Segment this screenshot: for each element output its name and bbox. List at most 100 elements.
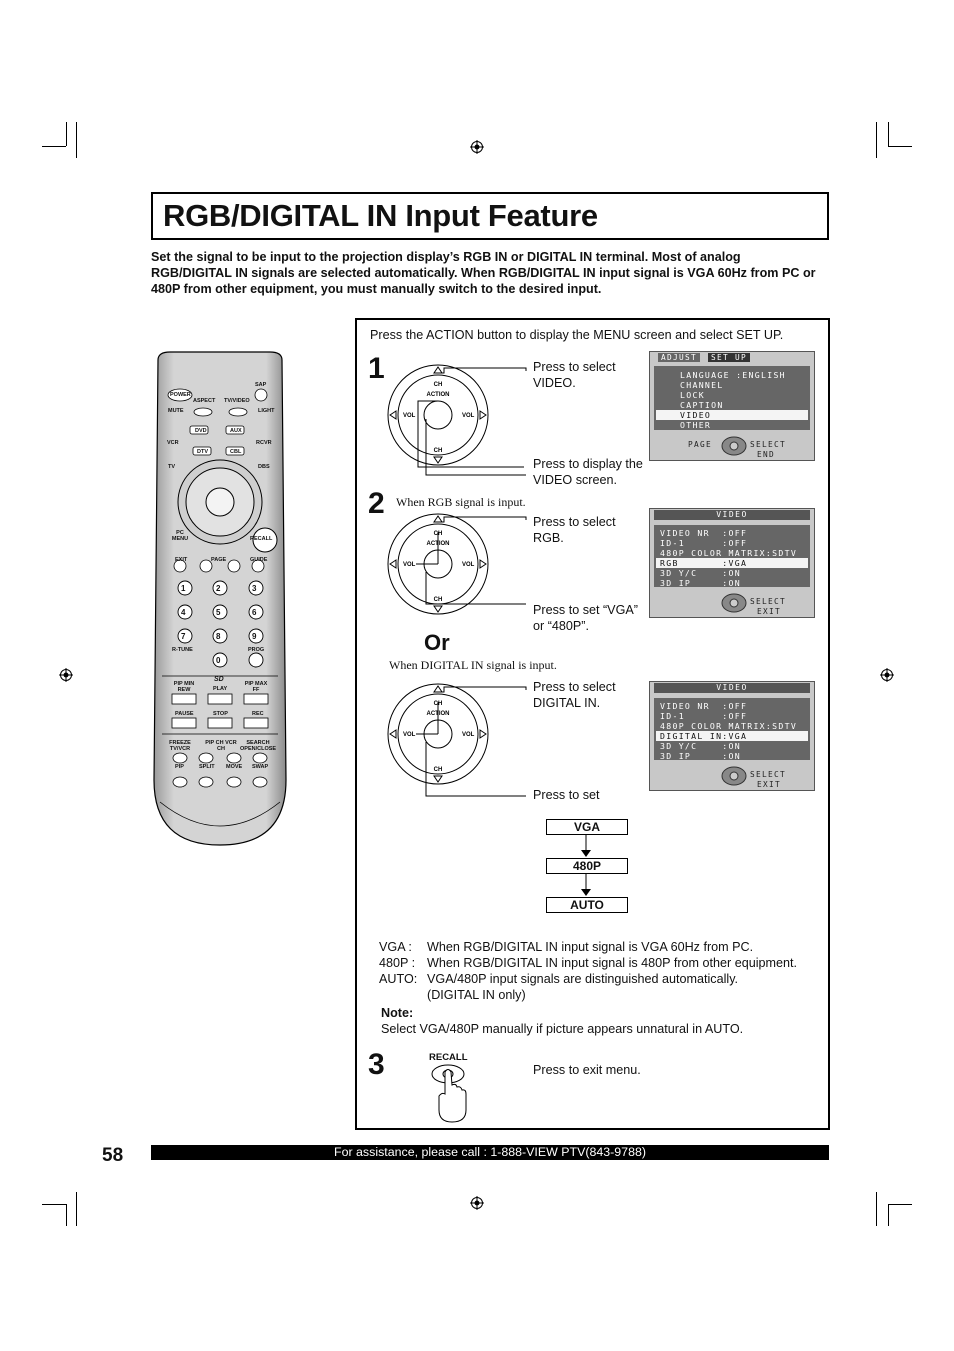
remote-pip-label: PIP <box>175 764 184 770</box>
registration-mark-icon <box>59 668 73 682</box>
osd-row-selected: DIGITAL IN:VGA <box>656 731 808 741</box>
svg-text:VOL: VOL <box>462 732 475 738</box>
osd-select-label: SELECT <box>750 597 786 606</box>
remote-mute-label: MUTE <box>168 408 184 414</box>
remote-sd-logo: SD <box>214 676 224 683</box>
svg-text:VOL: VOL <box>462 562 475 568</box>
osd-row-selected: VIDEO <box>656 410 808 420</box>
osd-row: 3D Y/C :ON <box>660 741 741 751</box>
flow-480p: 480P <box>546 858 628 874</box>
remote-rec-label: REC <box>252 711 264 717</box>
remote-digit-1: 1 <box>181 584 186 593</box>
crop-mark <box>876 122 877 158</box>
step1-display-label: Press to display the VIDEO screen. <box>533 457 643 487</box>
crop-mark <box>888 1204 889 1226</box>
svg-text:CH: CH <box>434 448 443 454</box>
remote-digit-4: 4 <box>181 608 186 617</box>
remote-control-icon <box>153 351 287 846</box>
action-dial-icon: CH ACTION VOL VOL CH <box>387 683 527 797</box>
step2-when-digital: When DIGITAL IN signal is input. <box>389 658 557 672</box>
remote-tv-label: TV <box>168 464 176 470</box>
osd-row-selected: RGB :VGA <box>656 558 808 568</box>
remote-split-label: SPLIT <box>199 764 215 770</box>
legend-value: VGA/480P input signals are distinguished… <box>427 972 739 986</box>
remote-pcmenu-label: PC MENU <box>171 530 189 542</box>
osd-row: LOCK <box>680 390 705 400</box>
crop-mark <box>76 1192 77 1226</box>
osd-row: 480P COLOR MATRIX:SDTV <box>660 548 798 558</box>
osd-header: VIDEO <box>654 683 810 693</box>
remote-dvd-label: DVD <box>195 428 207 434</box>
remote-freeze-label: FREEZE TV/VCR <box>169 740 191 752</box>
svg-text:CH: CH <box>434 382 443 388</box>
step2b-set-label: Press to set <box>533 788 600 802</box>
remote-digit-0: 0 <box>216 656 221 665</box>
step2b-select-label: Press to select DIGITAL IN. <box>533 680 616 710</box>
step1-select-label: Press to select VIDEO. <box>533 360 616 390</box>
osd-row: 480P COLOR MATRIX:SDTV <box>660 721 798 731</box>
or-label: Or <box>424 630 450 655</box>
page-title: RGB/DIGITAL IN Input Feature <box>163 198 598 233</box>
crop-mark <box>66 1204 67 1226</box>
remote-digit-6: 6 <box>252 608 257 617</box>
registration-mark-icon <box>880 668 894 682</box>
remote-move-label: MOVE <box>226 764 243 770</box>
osd-header: VIDEO <box>654 510 810 520</box>
crop-mark <box>888 146 912 147</box>
remote-guide-label: GUIDE <box>250 557 268 563</box>
dpad-icon <box>721 766 747 786</box>
legend-value: (DIGITAL IN only) <box>427 988 526 1002</box>
remote-digit-2: 2 <box>216 584 221 593</box>
action-dial-icon: CH ACTION VOL VOL CH <box>387 513 527 615</box>
osd-select-label: SELECT <box>750 440 786 449</box>
remote-cbl-label: CBL <box>230 449 242 455</box>
osd-row: ID-1 :OFF <box>660 711 748 721</box>
osd-select-label: SELECT <box>750 770 786 779</box>
remote-pipch-label: PIP CH VCR CH <box>205 740 237 752</box>
osd-row: 3D Y/C :ON <box>660 568 741 578</box>
osd-row: OTHER <box>680 420 712 430</box>
step2-select-label: Press to select RGB. <box>533 515 616 545</box>
intro-text: Set the signal to be input to the projec… <box>151 250 816 296</box>
remote-vcr-label: VCR <box>167 440 179 446</box>
osd-row: ID-1 :OFF <box>660 538 748 548</box>
remote-aux-label: AUX <box>230 428 242 434</box>
step-number-3: 3 <box>368 1048 385 1081</box>
remote-page-label: PAGE <box>211 557 227 563</box>
panel-intro: Press the ACTION button to display the M… <box>370 328 784 342</box>
remote-search-label: SEARCH OPEN/CLOSE <box>240 740 277 752</box>
crop-mark <box>76 122 77 158</box>
page-title-box: RGB/DIGITAL IN Input Feature <box>151 192 829 240</box>
crop-mark <box>66 122 67 146</box>
osd-row: 3D IP :ON <box>660 578 741 588</box>
step-number-1: 1 <box>368 352 385 385</box>
remote-swap-label: SWAP <box>252 764 269 770</box>
flow-auto: AUTO <box>546 897 628 913</box>
recall-key-label: RECALL <box>429 1052 468 1063</box>
step-number-2: 2 <box>368 487 385 520</box>
note-title: Note: <box>381 1006 414 1020</box>
osd-row: LANGUAGE :ENGLISH <box>680 370 786 380</box>
crop-mark <box>42 1204 66 1205</box>
crop-mark <box>888 122 889 146</box>
flow-vga: VGA <box>546 819 628 835</box>
remote-tvvideo-label: TV/VIDEO <box>224 398 250 404</box>
svg-text:VOL: VOL <box>403 732 416 738</box>
page-number: 58 <box>102 1145 124 1166</box>
remote-prog-label: PROG <box>248 647 265 653</box>
remote-digit-5: 5 <box>216 608 221 617</box>
svg-text:CH: CH <box>434 597 443 603</box>
osd-video-rgb: VIDEO VIDEO NR :OFF ID-1 :OFF 480P COLOR… <box>649 508 815 618</box>
legend-value: When RGB/DIGITAL IN input signal is 480P… <box>427 956 798 970</box>
remote-pipmin-label: PIP MIN REW <box>173 681 195 693</box>
pressing-finger-icon <box>431 1064 467 1123</box>
remote-light-label: LIGHT <box>258 408 275 414</box>
instruction-panel <box>355 318 830 1130</box>
osd-end-label: END <box>757 450 775 459</box>
step2-when-rgb: When RGB signal is input. <box>396 495 526 509</box>
legend-key: VGA : <box>379 940 412 954</box>
remote-dbs-label: DBS <box>258 464 270 470</box>
remote-play-label: PLAY <box>213 686 228 692</box>
assistance-footer: For assistance, please call : 1-888-VIEW… <box>151 1145 829 1160</box>
remote-pause-label: PAUSE <box>175 711 194 717</box>
